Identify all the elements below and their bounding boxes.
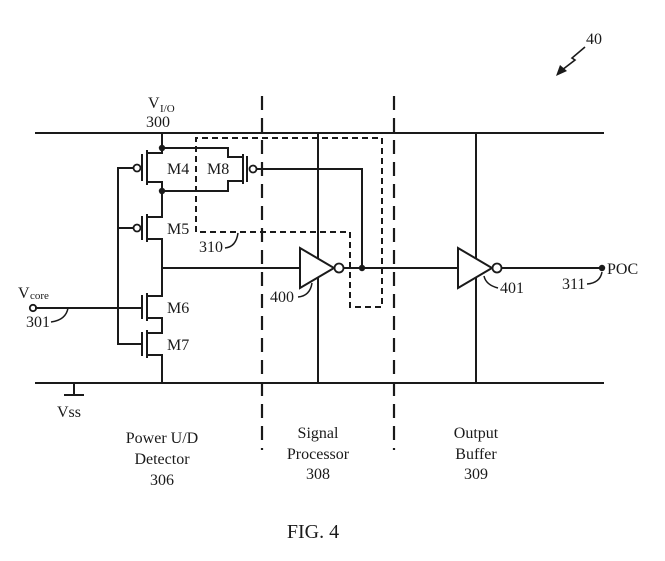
- vss-label: Vss: [57, 404, 81, 421]
- figure-reference-number: 40: [586, 31, 602, 48]
- figure-caption: FIG. 4: [287, 521, 339, 543]
- gate-bus: [117, 167, 143, 345]
- inverter-400-number: 400: [270, 289, 294, 306]
- block-label-processor: Signal Processor 308: [287, 425, 350, 483]
- vio-label: V I/O: [148, 95, 175, 115]
- vio-number: 300: [146, 114, 170, 131]
- block-buffer-line2: Buffer: [455, 446, 497, 463]
- block-detector-line2: Detector: [134, 451, 190, 468]
- feedback-loop-leader: [224, 232, 239, 249]
- output-node-number: 311: [562, 276, 585, 293]
- vio-label-sub: I/O: [160, 103, 175, 115]
- poc-label: POC: [607, 261, 638, 278]
- block-buffer-line1: Output: [454, 425, 499, 442]
- transistor-m4: [132, 147, 163, 192]
- inverter-401: [457, 246, 503, 290]
- vcore-number: 301: [26, 314, 50, 331]
- inverter-401-number: 401: [500, 280, 524, 297]
- m4-label: M4: [167, 161, 189, 178]
- block-detector-line1: Power U/D: [126, 430, 198, 447]
- transistor-m5: [132, 190, 163, 297]
- block-processor-line1: Signal: [298, 425, 339, 442]
- block-processor-line2: Processor: [287, 446, 350, 463]
- poc-terminal: [598, 264, 606, 272]
- transistor-m6: [141, 267, 163, 334]
- block-buffer-number: 309: [464, 466, 488, 483]
- transistor-m7: [141, 330, 163, 384]
- block-label-buffer: Output Buffer 309: [454, 425, 499, 483]
- m6-label: M6: [167, 300, 189, 317]
- inverter-401-leader: [483, 275, 499, 289]
- inverter-400-leader: [297, 282, 313, 298]
- m7-label: M7: [167, 337, 189, 354]
- block-label-detector: Power U/D Detector 306: [126, 430, 198, 489]
- feedback-loop-number: 310: [199, 239, 223, 256]
- transistor-m8: [161, 147, 258, 192]
- inverter-400: [299, 246, 345, 290]
- vcore-label: V core: [18, 285, 49, 302]
- vio-label-main: V: [148, 95, 160, 112]
- vcore-leader: [50, 307, 69, 323]
- vss-ground-icon: [64, 382, 84, 396]
- m5-label: M5: [167, 221, 189, 238]
- reference-arrow-icon: [556, 46, 586, 76]
- block-processor-number: 308: [306, 466, 330, 483]
- vcore-label-sub: core: [30, 290, 49, 302]
- output-node-leader: [586, 271, 603, 285]
- node-dot-feedback: [358, 264, 366, 272]
- vcore-label-main: V: [18, 285, 30, 302]
- feedback-wire: [256, 168, 363, 269]
- m8-label: M8: [207, 161, 229, 178]
- feedback-loop-outline: [195, 137, 383, 308]
- block-detector-number: 306: [150, 472, 174, 489]
